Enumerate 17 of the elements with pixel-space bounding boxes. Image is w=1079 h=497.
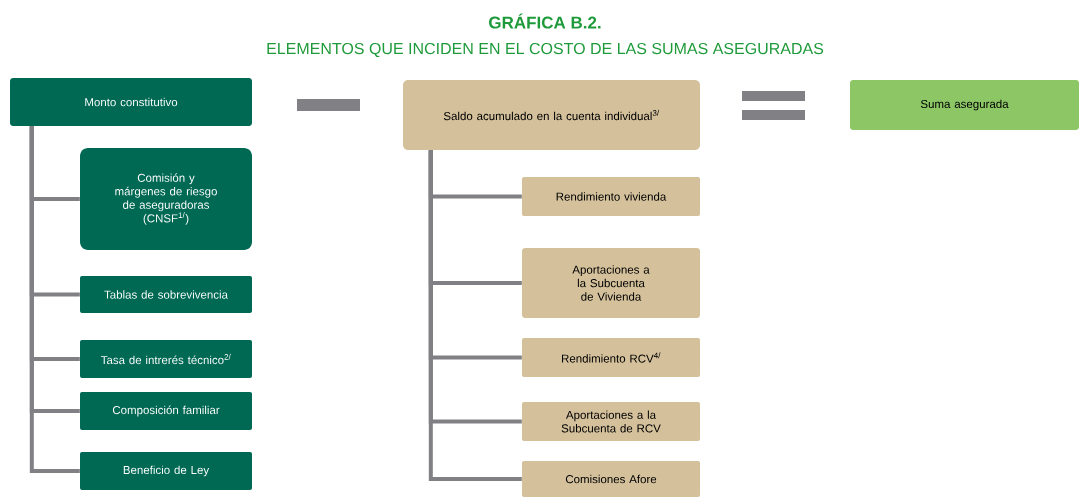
title: GRÁFICA B.2.	[489, 13, 601, 29]
box: Aportaciones a la Subcuenta de Vivienda	[522, 248, 700, 318]
box: Beneficio de Ley	[80, 452, 252, 490]
box: Aportaciones a la Subcuenta de RCV	[522, 402, 700, 441]
box: Comisión y márgenes de riesgo de aseguradoras (CNSF$^{1/}$)	[80, 148, 252, 250]
box: Tablas de sobrevivencia	[80, 276, 252, 313]
box: Comisiones Afore	[522, 461, 700, 497]
box: Rendimiento vivienda	[522, 177, 700, 216]
subtitle: ELEMENTOS QUE INCIDEN EN EL COSTO DE LAS SUMAS ASEGURADAS	[267, 42, 824, 58]
box: Suma asegurada	[850, 80, 1079, 130]
box: Composición familiar	[80, 392, 252, 430]
box: Tasa de intrerés técnico$^{2/}$	[80, 340, 252, 378]
connector-line	[428, 150, 522, 481]
connector-line	[29, 126, 80, 473]
box: Rendimiento RCV$^{4/}$	[522, 338, 700, 377]
box: Saldo acumulado en la cuenta individual$^{3/}$	[403, 80, 700, 150]
box: Monto constitutivo	[10, 78, 252, 126]
